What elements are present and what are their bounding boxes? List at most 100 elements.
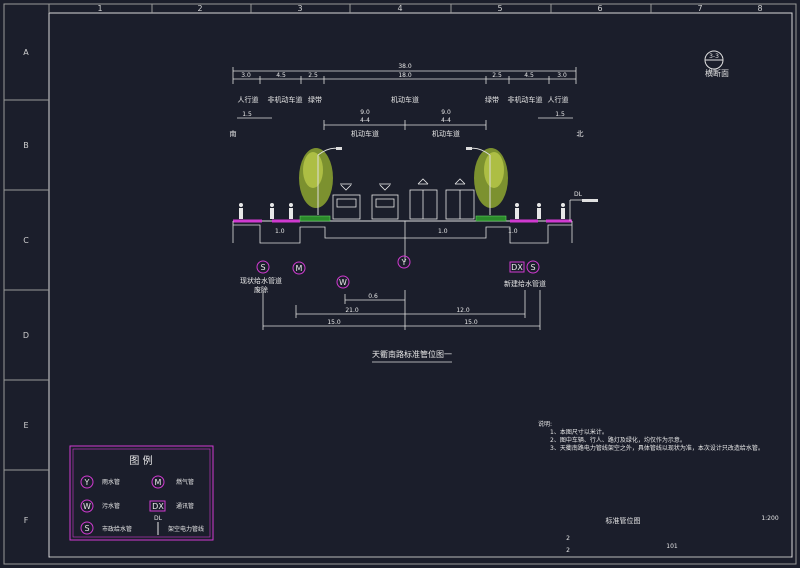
section-mark-label: 横断面 [705, 68, 729, 78]
pipe-left-label-2: 废除 [254, 285, 268, 294]
notes: 说明: 1、本图尺寸以米计。 2、图中车辆、行人、路灯及绿化，均仅作为示意。 3… [538, 420, 764, 452]
zone-sidewalk-right: 人行道 [548, 95, 569, 104]
dimension-lines [232, 67, 577, 130]
legend-label: 燃气管 [176, 478, 194, 486]
col-label: 2 [197, 4, 202, 13]
dim-pipe: 21.0 [345, 307, 359, 314]
row-labels: A B C D E F [23, 48, 29, 525]
tag-left: 1.0 [275, 228, 285, 235]
legend-sym: S [84, 524, 89, 533]
zone-bike-left: 非机动车道 [268, 95, 303, 104]
pipe-w: W [336, 275, 350, 289]
dim-inner-left: 9.0 [360, 109, 370, 116]
row-label: F [24, 516, 29, 525]
zone-tree-right: 绿带 [485, 95, 499, 104]
pipe-left-label: 现状给水管道 [240, 276, 282, 285]
dim-segment: 4.5 [276, 72, 286, 79]
outer-border [3, 3, 797, 565]
dim-segment: 4.5 [524, 72, 534, 79]
pipe-right-label: 新建给水管道 [504, 279, 546, 288]
legend-label: 污水管 [102, 502, 120, 510]
col-label: 5 [497, 4, 502, 13]
col-label: 3 [297, 4, 302, 13]
dim-segment: 18.0 [398, 72, 412, 79]
zone-motor: 机动车道 [391, 95, 419, 104]
pipe-y-symbol: Y [401, 258, 407, 267]
pipe-s-right: S [526, 260, 540, 274]
title-sheet: 2 [566, 535, 570, 542]
dim-small-right: 1.5 [555, 111, 565, 118]
title-block: 标准管位图 1:200 101 2 2 [50, 515, 791, 558]
col-label: 8 [757, 4, 762, 13]
zone-ticks [4, 4, 652, 471]
row-label: B [23, 141, 29, 150]
dim-total: 38.0 [398, 63, 412, 70]
lane-dim-left: 4-4 [360, 117, 370, 124]
row-label: C [23, 236, 29, 245]
title-sheet-total: 2 [566, 547, 570, 554]
section-mark: 3-3 横断面 [704, 50, 729, 78]
tree-right [466, 147, 508, 215]
pipe-s-right-symbol: S [530, 263, 535, 272]
col-label: 1 [97, 4, 102, 13]
notes-title: 说明: [538, 420, 552, 428]
direction-north: 北 [577, 130, 584, 138]
dl-marker: DL [574, 191, 583, 198]
pipe-s-left-symbol: S [260, 263, 265, 272]
pipe-dx: DX [509, 261, 525, 273]
road-section: DL 1.0 1.0 1.0 [232, 191, 598, 262]
note-line: 3、天衢南路电力管线架空之外，具体管线以现状为准，本次设计只改造给水管。 [550, 444, 764, 452]
section-mark-top: 3-3 [709, 53, 719, 60]
legend-label: 市政给水管 [102, 525, 132, 533]
zone-tree-left: 绿带 [308, 95, 322, 104]
note-line: 2、图中车辆、行人、路灯及绿化，均仅作为示意。 [550, 436, 686, 444]
pipe-dx-symbol: DX [511, 263, 523, 272]
col-label: 7 [697, 4, 702, 13]
direction-south: 南 [230, 129, 237, 138]
tag-mid: 1.0 [438, 228, 448, 235]
legend-sym: W [83, 502, 91, 511]
pipe-y: Y [397, 255, 411, 269]
pedestrians [239, 203, 565, 219]
dim-pipe: 15.0 [464, 319, 478, 326]
dim-small-left: 1.5 [242, 111, 252, 118]
legend-sym: Y [84, 478, 90, 487]
pipe-m-symbol: M [296, 264, 303, 273]
tree-left [299, 147, 342, 215]
legend-title: 图 例 [129, 454, 152, 467]
lane-dim-right: 4-4 [441, 117, 451, 124]
dim-segment: 3.0 [241, 72, 251, 79]
legend-sym: M [155, 478, 162, 487]
zone-sidewalk-left: 人行道 [238, 95, 259, 104]
title-scale: 1:200 [761, 515, 778, 522]
pipe-m: M [292, 261, 306, 275]
dim-pipe: 12.0 [456, 307, 470, 314]
column-labels: 1 2 3 4 5 6 7 8 [97, 4, 762, 13]
zone-bike-right: 非机动车道 [508, 95, 543, 104]
legend-sym: DL [154, 515, 163, 522]
legend-label: 通讯管 [176, 502, 194, 510]
title-drawing-no: 101 [666, 543, 678, 550]
legend-sym: DX [152, 502, 164, 511]
legend-label: 架空电力管线 [168, 525, 204, 533]
pipe-s-left: S [256, 260, 270, 274]
dim-pipe: 15.0 [327, 319, 341, 326]
vehicles [332, 178, 475, 220]
tag-right: 1.0 [508, 228, 518, 235]
pipe-w-symbol: W [339, 278, 347, 287]
dim-segment: 2.5 [308, 72, 318, 79]
dim-inner-right: 9.0 [441, 109, 451, 116]
lane-label-right: 机动车道 [432, 129, 460, 138]
note-line: 1、本图尺寸以米计。 [550, 428, 608, 436]
lane-label-left: 机动车道 [351, 129, 379, 138]
title-name: 标准管位图 [606, 516, 641, 525]
dim-segment: 3.0 [557, 72, 567, 79]
col-label: 4 [397, 4, 402, 13]
row-label: E [23, 421, 28, 430]
legend: 图 例 Y M W DX S DL 雨水管 燃气管 污水管 通讯管 市政给水管 … [69, 445, 214, 541]
dim-segment: 2.5 [492, 72, 502, 79]
col-label: 6 [597, 4, 602, 13]
row-label: D [23, 331, 29, 340]
pipe-dimensions [262, 290, 541, 330]
